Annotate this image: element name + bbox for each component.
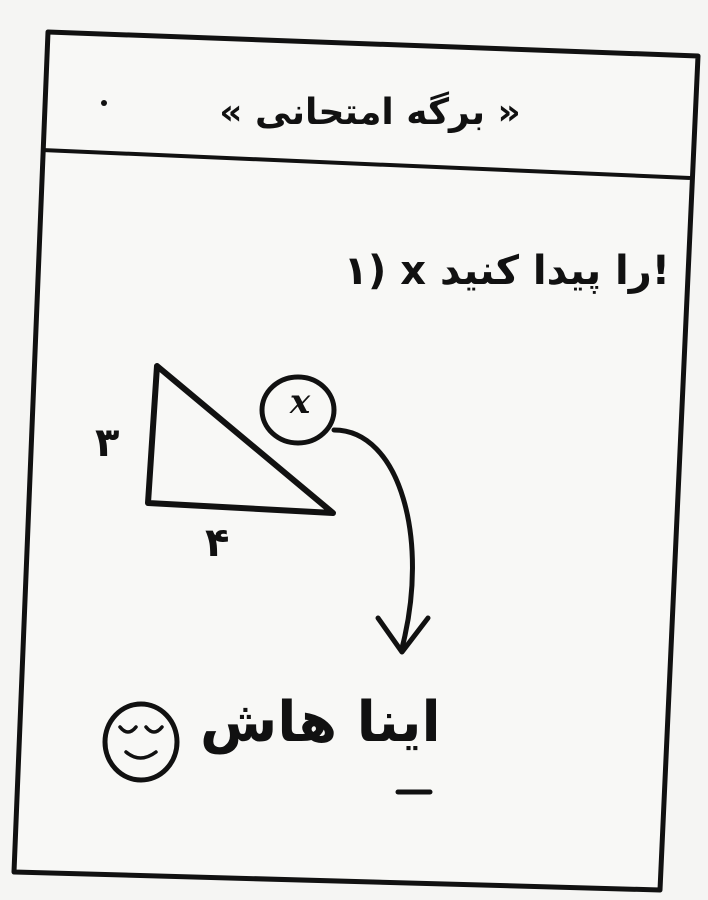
triangle-side-vertical-label: ۳ xyxy=(95,420,120,466)
curved-arrow-icon xyxy=(331,427,431,655)
hypotenuse-x-label: x xyxy=(289,382,311,422)
x-circle xyxy=(259,374,337,446)
smiley-face-icon xyxy=(102,701,180,783)
right-triangle xyxy=(145,363,336,516)
header-divider xyxy=(41,148,691,180)
paper-border xyxy=(11,29,701,893)
answer-text: اینا هاش xyxy=(200,690,441,755)
triangle-side-horizontal-label: ۴ xyxy=(205,520,230,566)
question-text: ۱) x را پیدا کنید! xyxy=(343,248,670,294)
exam-title: « برگه امتحانی » xyxy=(219,92,521,133)
